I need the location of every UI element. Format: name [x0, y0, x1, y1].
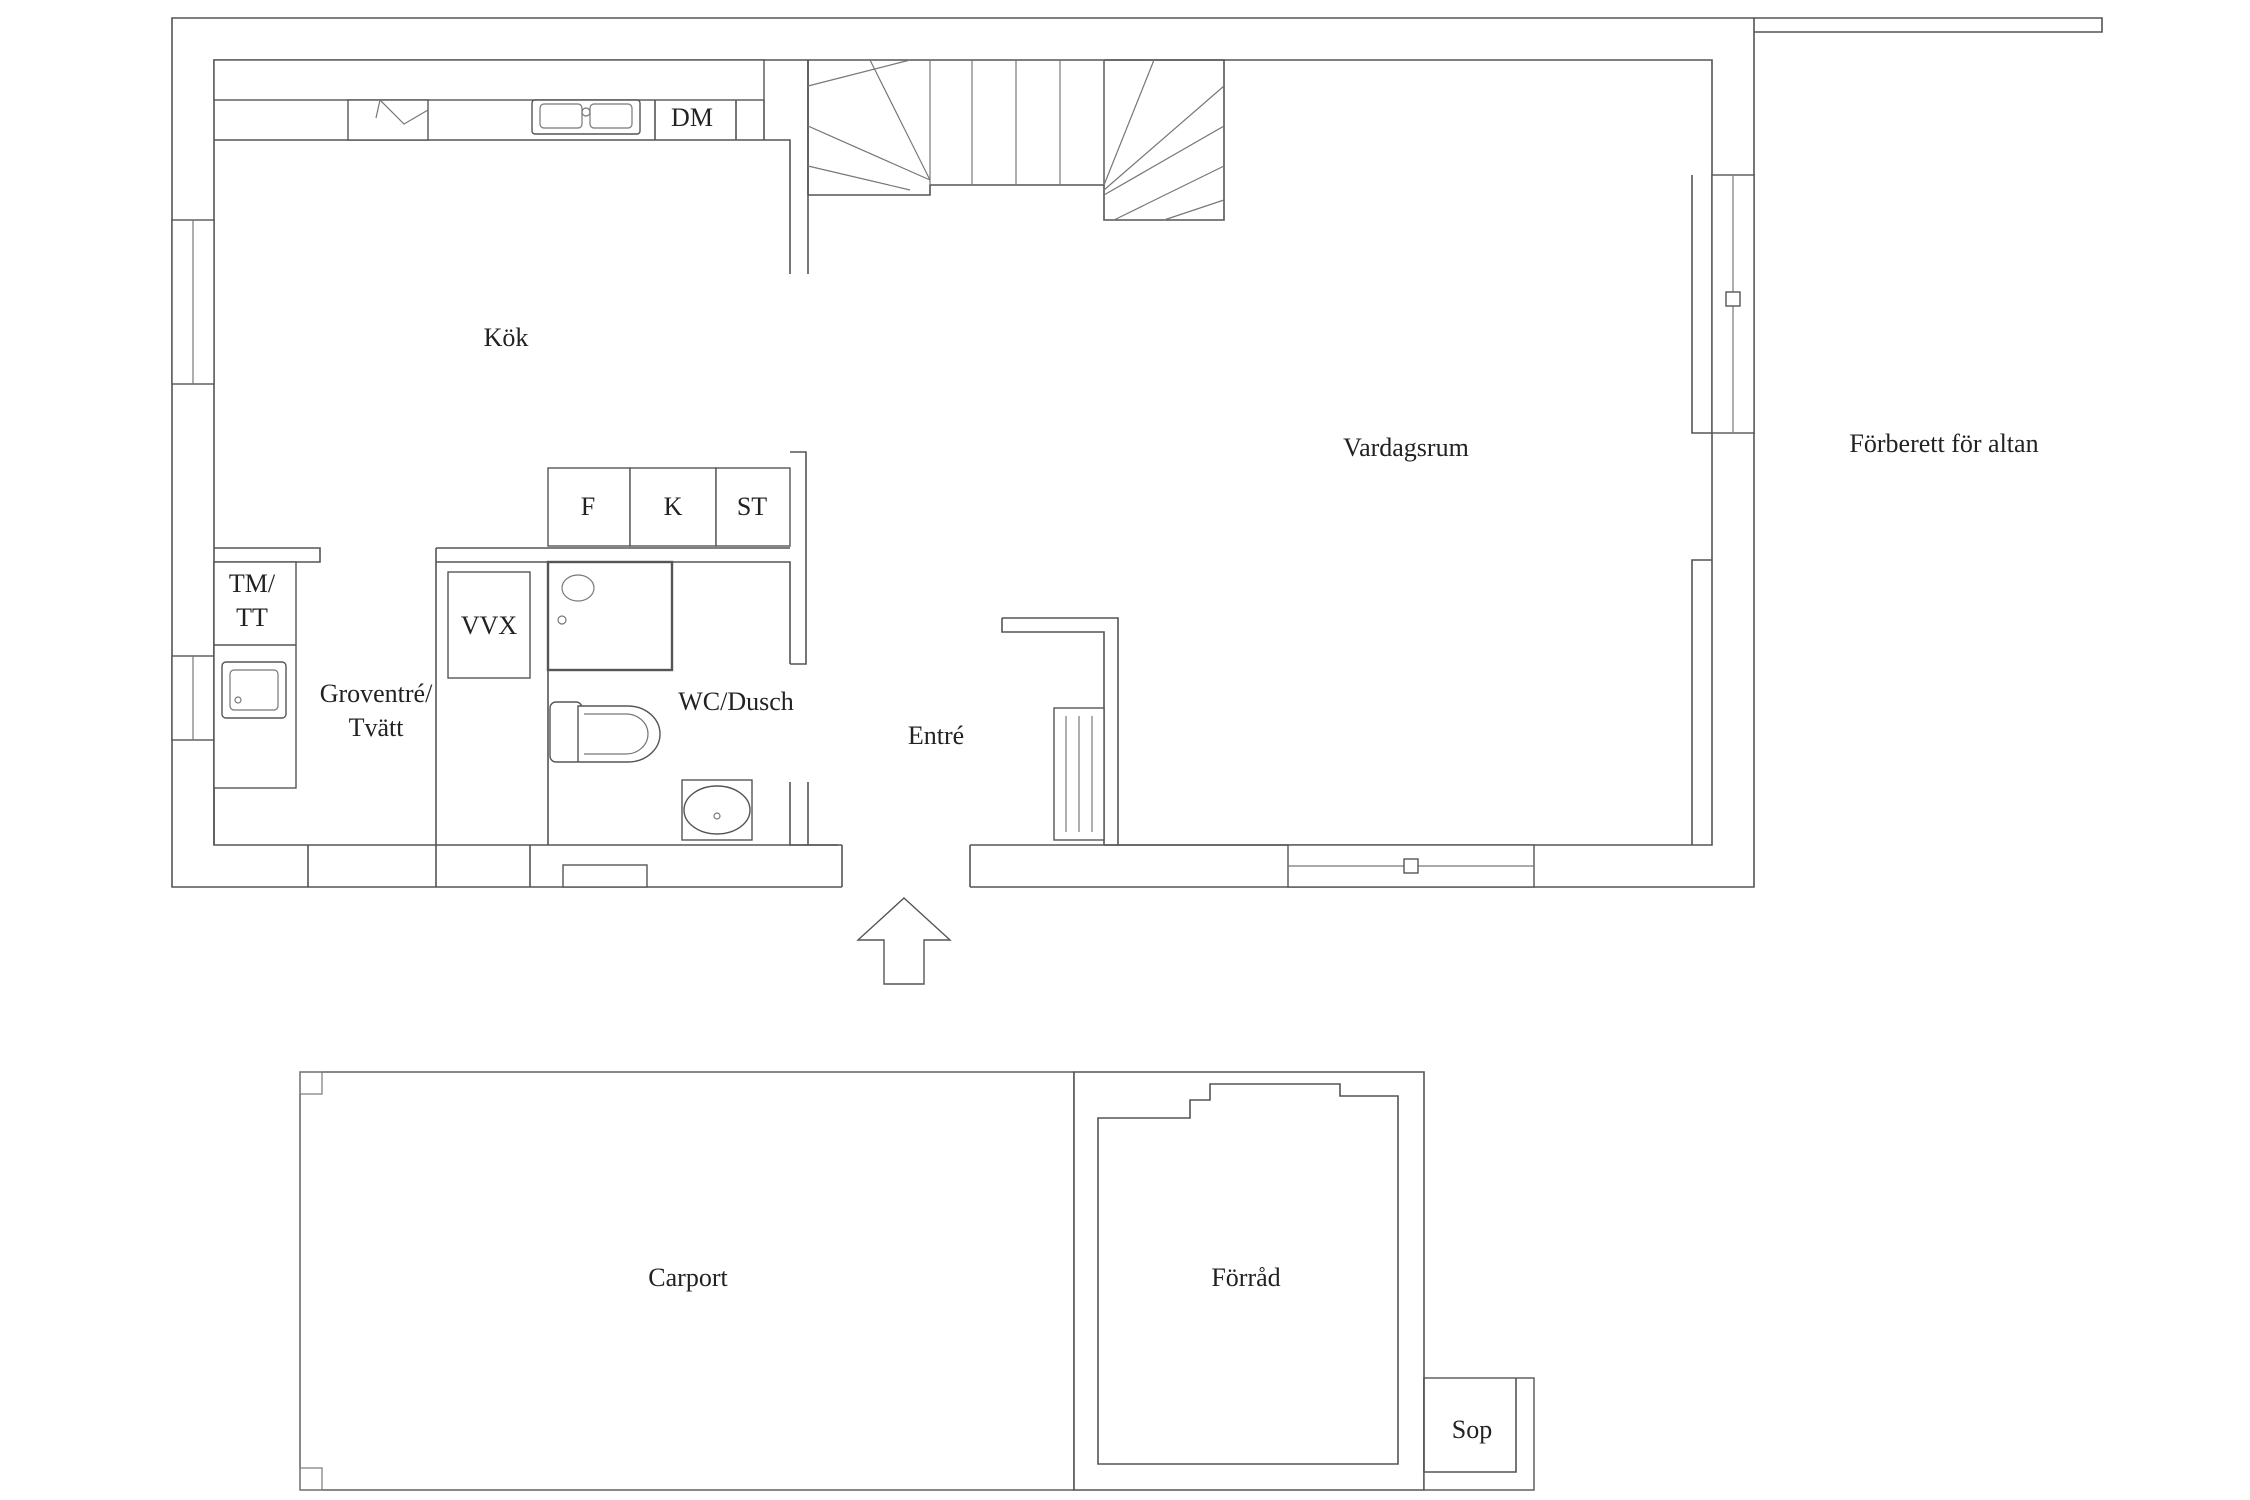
entrance-arrow-icon — [856, 897, 952, 985]
k-label: K — [664, 492, 683, 521]
room-label-wc-dusch: WC/Dusch — [678, 687, 794, 716]
laundry-sink — [221, 661, 287, 719]
carport — [299, 1071, 1075, 1491]
room-label-sop: Sop — [1452, 1415, 1492, 1444]
entrance-opening — [842, 843, 970, 889]
room-label-groventre-2: Tvätt — [349, 713, 405, 742]
room-label-forrad: Förråd — [1211, 1263, 1280, 1292]
tt-label: TT — [236, 603, 268, 632]
cabinets: F K ST — [547, 451, 807, 665]
room-label-vardagsrum: Vardagsrum — [1343, 433, 1469, 462]
f-label: F — [581, 492, 595, 521]
interior-wall-groventre — [214, 547, 790, 845]
shower — [546, 560, 674, 672]
exterior-wall — [171, 17, 1755, 888]
altan-edge — [1754, 17, 2103, 33]
st-label: ST — [737, 492, 767, 521]
kitchen-sink — [531, 99, 641, 135]
room-label-altan: Förberett för altan — [1849, 429, 2038, 458]
room-label-kok: Kök — [484, 323, 529, 352]
room-label-groventre-1: Groventré/ — [320, 679, 433, 708]
room-label-entre: Entré — [908, 721, 964, 750]
dm-label: DM — [671, 103, 713, 132]
room-label-carport: Carport — [648, 1263, 728, 1292]
washbasin — [681, 779, 753, 841]
main-house: DM F K — [171, 17, 2103, 889]
kitchen-counter-top — [213, 59, 765, 101]
vvx-unit — [447, 571, 531, 679]
staircase — [807, 59, 1225, 274]
outbuilding: Carport Förråd Sop — [299, 1071, 1535, 1491]
stove — [347, 99, 429, 141]
tm-label: TM/ — [229, 569, 276, 598]
toilet — [549, 701, 661, 763]
window-wc — [562, 864, 648, 888]
kitchen-counter — [214, 139, 791, 274]
vvx-label: VVX — [461, 611, 518, 640]
